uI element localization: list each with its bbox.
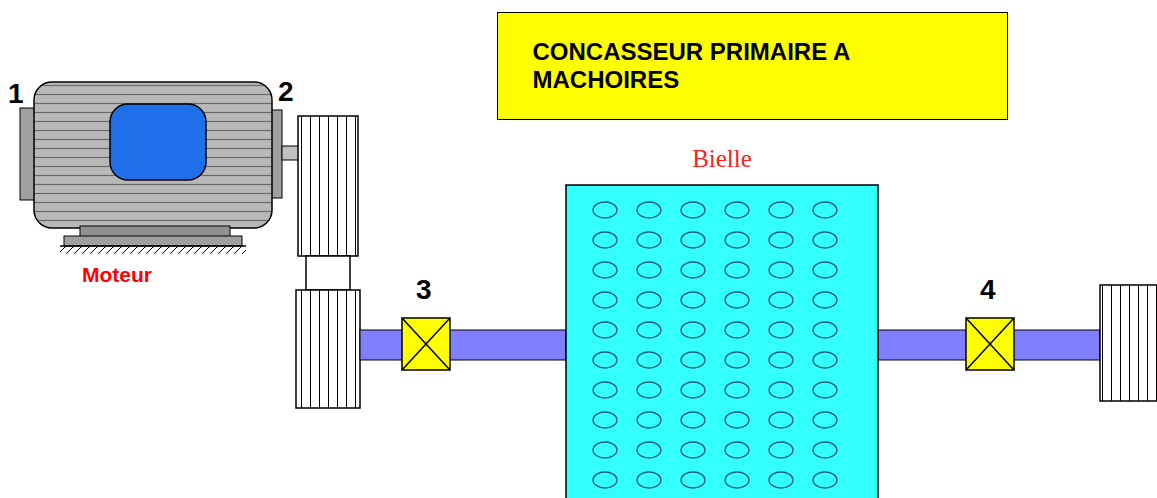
rod-hole <box>769 382 793 398</box>
rod-hole <box>681 322 705 338</box>
connecting-rod <box>566 185 878 498</box>
belt-pulley <box>296 116 360 408</box>
rod-hole <box>813 472 837 488</box>
rod-hole <box>769 262 793 278</box>
callout-number: 1 <box>8 80 24 108</box>
rod-hole <box>637 322 661 338</box>
rod-hole <box>725 442 749 458</box>
rod-hole <box>769 442 793 458</box>
rod-hole <box>593 232 617 248</box>
rod-hole <box>637 382 661 398</box>
rod-hole <box>681 382 705 398</box>
rod-hole <box>813 352 837 368</box>
rod-hole <box>725 472 749 488</box>
rod-hole <box>637 472 661 488</box>
rod-hole <box>769 232 793 248</box>
rod-hole <box>681 202 705 218</box>
rod-hole <box>593 412 617 428</box>
rod-box: Bielle <box>566 185 878 498</box>
rod-hole <box>637 232 661 248</box>
rod-hole <box>725 232 749 248</box>
rod-hole <box>681 292 705 308</box>
rod-hole <box>637 202 661 218</box>
rod-hole <box>681 442 705 458</box>
rod-hole <box>681 472 705 488</box>
rod-hole <box>813 232 837 248</box>
rod-hole <box>637 442 661 458</box>
rod-hole <box>769 202 793 218</box>
rod-hole <box>593 322 617 338</box>
rod-hole <box>813 382 837 398</box>
rod-hole <box>725 322 749 338</box>
rod-hole <box>593 352 617 368</box>
rod-hole <box>769 352 793 368</box>
rod-hole <box>593 292 617 308</box>
callout-number: 4 <box>980 276 996 304</box>
rod-hole <box>681 412 705 428</box>
rod-hole <box>593 442 617 458</box>
motor <box>20 82 300 254</box>
flywheel <box>1100 285 1157 401</box>
rod-hole <box>725 262 749 278</box>
rod-hole <box>769 322 793 338</box>
rod-hole <box>725 352 749 368</box>
rod-hole <box>637 262 661 278</box>
callout-number: 3 <box>416 276 432 304</box>
rod-hole <box>769 412 793 428</box>
rod-hole <box>813 412 837 428</box>
rod-hole <box>681 232 705 248</box>
rod-hole <box>725 412 749 428</box>
rod-hole <box>813 442 837 458</box>
callout-number: 2 <box>278 78 294 106</box>
rod-hole <box>725 382 749 398</box>
rod-hole <box>769 292 793 308</box>
rod-hole <box>681 352 705 368</box>
rod-hole <box>593 262 617 278</box>
rod-hole <box>813 322 837 338</box>
title-box: CONCASSEUR PRIMAIRE A MACHOIRES <box>497 12 1008 120</box>
rod-hole <box>637 412 661 428</box>
rod-hole <box>637 292 661 308</box>
rod-hole <box>725 292 749 308</box>
rod-hole <box>813 202 837 218</box>
title-text: CONCASSEUR PRIMAIRE A MACHOIRES <box>533 38 973 93</box>
rod-hole <box>681 262 705 278</box>
rod-hole <box>637 352 661 368</box>
part-name: Bielle <box>566 146 878 171</box>
rod-hole <box>593 382 617 398</box>
rod-holes <box>593 202 837 488</box>
rod-hole <box>593 202 617 218</box>
rod-hole <box>593 472 617 488</box>
rod-hole <box>769 472 793 488</box>
rod-hole <box>813 292 837 308</box>
part-name: Moteur <box>82 264 152 285</box>
rod-hole <box>813 262 837 278</box>
rod-hole <box>725 202 749 218</box>
